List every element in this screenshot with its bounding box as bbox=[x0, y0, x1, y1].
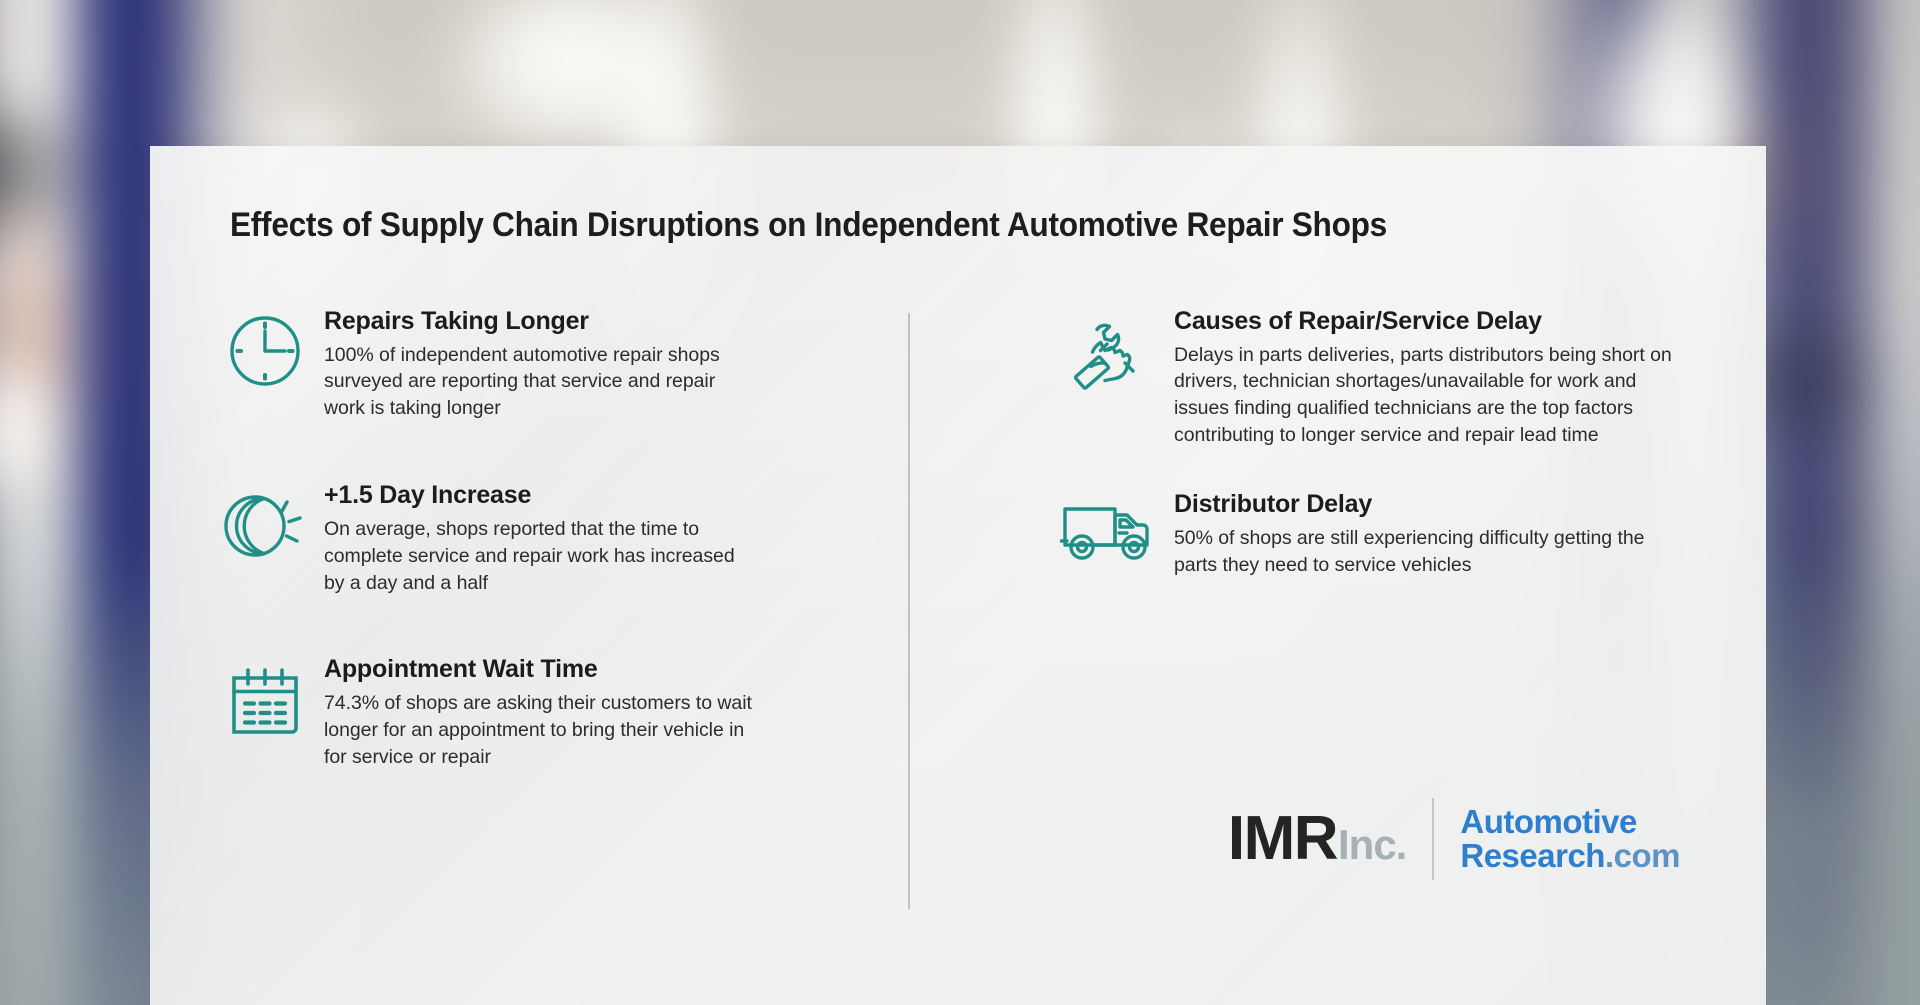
light-glow bbox=[440, 0, 700, 160]
imr-inc-suffix: Inc. bbox=[1338, 821, 1407, 868]
columns-container: Repairs Taking Longer 100% of independen… bbox=[150, 304, 1766, 771]
brand-line-1: Automotive bbox=[1460, 802, 1680, 840]
logo-lockup: IMR Inc. Automotive Research.com bbox=[1228, 798, 1681, 880]
stat-title: +1.5 Day Increase bbox=[324, 481, 532, 510]
day-night-icon bbox=[210, 480, 320, 562]
imr-inc-logo: IMR Inc. bbox=[1228, 808, 1433, 870]
stat-title: Causes of Repair/Service Delay bbox=[1174, 307, 1542, 335]
stat-item-repairs-taking-longer: Repairs Taking Longer 100% of independen… bbox=[210, 306, 896, 422]
stat-text: Repairs Taking Longer 100% of independen… bbox=[320, 306, 896, 422]
stat-title: Appointment Wait Time bbox=[324, 655, 598, 684]
automotive-research-logo: Automotive Research.com bbox=[1434, 802, 1681, 874]
brand-line-2: Research.com bbox=[1460, 837, 1681, 874]
stat-body: 74.3% of shops are asking their customer… bbox=[324, 691, 752, 768]
stat-body: 100% of independent automotive repair sh… bbox=[324, 343, 720, 420]
brand-automotive: Automotive bbox=[1460, 802, 1637, 840]
stat-item-causes-of-delay: Causes of Repair/Service Delay Delays in… bbox=[1050, 306, 1724, 449]
light-glow bbox=[0, 350, 70, 510]
brand-research: Research bbox=[1460, 837, 1605, 874]
clock-icon bbox=[210, 306, 320, 388]
stat-item-day-increase: +1.5 Day Increase On average, shops repo… bbox=[210, 480, 896, 596]
stat-body: On average, shops reported that the time… bbox=[324, 517, 735, 594]
stat-text: +1.5 Day Increase On average, shops repo… bbox=[320, 480, 896, 596]
page-title: Effects of Supply Chain Disruptions on I… bbox=[230, 206, 1387, 244]
stat-text: Causes of Repair/Service Delay Delays in… bbox=[1170, 306, 1724, 449]
delivery-truck-icon bbox=[1050, 489, 1170, 567]
stat-item-appointment-wait-time: Appointment Wait Time 74.3% of shops are… bbox=[210, 654, 896, 770]
imr-wordmark: IMR bbox=[1227, 804, 1339, 873]
content-card: Effects of Supply Chain Disruptions on I… bbox=[150, 146, 1766, 1005]
hand-wrench-icon bbox=[1050, 306, 1170, 396]
brand-tld: .com bbox=[1604, 837, 1681, 874]
stat-text: Appointment Wait Time 74.3% of shops are… bbox=[320, 654, 896, 770]
stat-title: Repairs Taking Longer bbox=[324, 307, 589, 335]
left-column: Repairs Taking Longer 100% of independen… bbox=[150, 304, 958, 771]
calendar-icon bbox=[210, 654, 320, 738]
right-column: Causes of Repair/Service Delay Delays in… bbox=[958, 304, 1766, 771]
stat-title: Distributor Delay bbox=[1174, 490, 1373, 519]
stat-item-distributor-delay: Distributor Delay 50% of shops are still… bbox=[1050, 489, 1724, 578]
stat-text: Distributor Delay 50% of shops are still… bbox=[1170, 489, 1724, 578]
stat-body: Delays in parts deliveries, parts distri… bbox=[1174, 343, 1672, 447]
logo-divider bbox=[1432, 798, 1435, 880]
column-divider bbox=[908, 313, 910, 909]
stat-body: 50% of shops are still experiencing diff… bbox=[1174, 526, 1645, 576]
